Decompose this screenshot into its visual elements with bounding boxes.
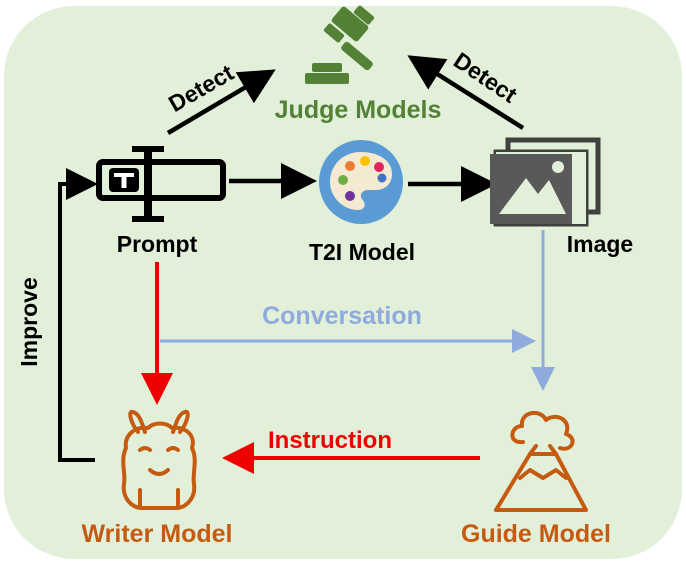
text-cursor-input-icon (96, 146, 226, 222)
diagram-background (4, 6, 682, 559)
improve-loop-arrow (58, 168, 98, 462)
gavel-icon (305, 5, 375, 84)
prompt-label: Prompt (117, 231, 198, 257)
conversation-label: Conversation (262, 302, 422, 330)
palette-icon (319, 140, 403, 224)
improve-label: Improve (16, 277, 42, 366)
image-stack-icon (490, 137, 601, 227)
volcano-icon (494, 410, 588, 512)
detect-right-arrow (407, 55, 525, 130)
image-label: Image (567, 231, 633, 257)
instruction-label: Instruction (268, 427, 392, 454)
guide-model-label: Guide Model (461, 520, 611, 548)
llama-icon (121, 409, 197, 510)
detect-left-arrow (166, 69, 276, 135)
t2i-model-label: T2I Model (309, 239, 415, 265)
writer-model-label: Writer Model (82, 520, 233, 548)
judge-models-label: Judge Models (275, 96, 442, 124)
